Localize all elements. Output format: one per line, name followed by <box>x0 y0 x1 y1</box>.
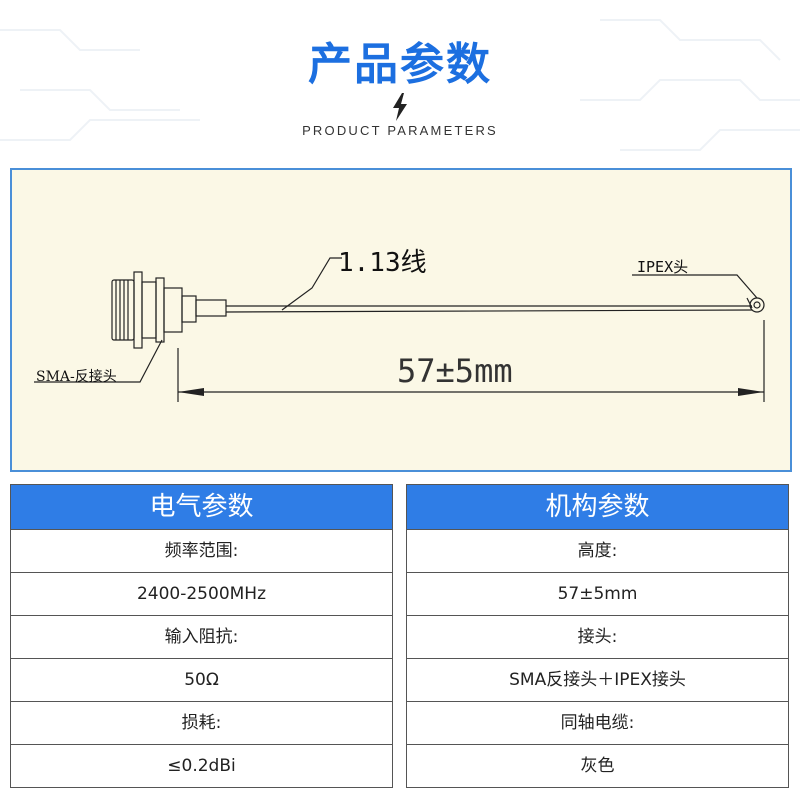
electrical-params-header: 电气参数 <box>11 485 392 530</box>
lightning-bolt-icon <box>393 93 407 121</box>
cable-label: 1.13线 <box>338 248 427 278</box>
table-row: SMA反接头＋IPEX接头 <box>407 659 788 702</box>
table-row: 接头: <box>407 616 788 659</box>
table-row: ≤0.2dBi <box>167 756 236 776</box>
table-row: 50Ω <box>11 659 392 702</box>
cable-drawing: 1.13线 IPEX头 SMA-反接头 57±5mm <box>10 168 792 472</box>
page-title: 产品参数 <box>308 39 492 90</box>
table-row: 频率范围: <box>11 530 392 573</box>
mechanical-params-table: 机构参数 高度: 57±5mm 接头: SMA反接头＋IPEX接头 同轴电缆: … <box>406 484 789 788</box>
table-row: 高度: <box>407 530 788 573</box>
background-pattern <box>0 19 800 151</box>
sma-connector-shape <box>111 279 135 341</box>
table-row: 57±5mm <box>407 573 788 616</box>
drawing-canvas <box>34 257 765 402</box>
table-row: 同轴电缆: <box>407 702 788 745</box>
table-row: 灰色 <box>580 756 615 776</box>
sma-label: SMA-反接头 <box>36 369 117 385</box>
mechanical-params-header: 机构参数 <box>407 485 788 530</box>
table-row: 2400-2500MHz <box>11 573 392 616</box>
dimension-label: 57±5mm <box>397 352 513 390</box>
table-row: 输入阻抗: <box>11 616 392 659</box>
table-row: 损耗: <box>11 702 392 745</box>
page-subtitle: PRODUCT PARAMETERS <box>302 123 498 138</box>
ipex-label: IPEX头 <box>637 258 689 276</box>
ipex-connector-shape <box>749 297 765 313</box>
electrical-params-table: 电气参数 频率范围: 2400-2500MHz 输入阻抗: 50Ω 损耗: ≤0… <box>10 484 393 788</box>
